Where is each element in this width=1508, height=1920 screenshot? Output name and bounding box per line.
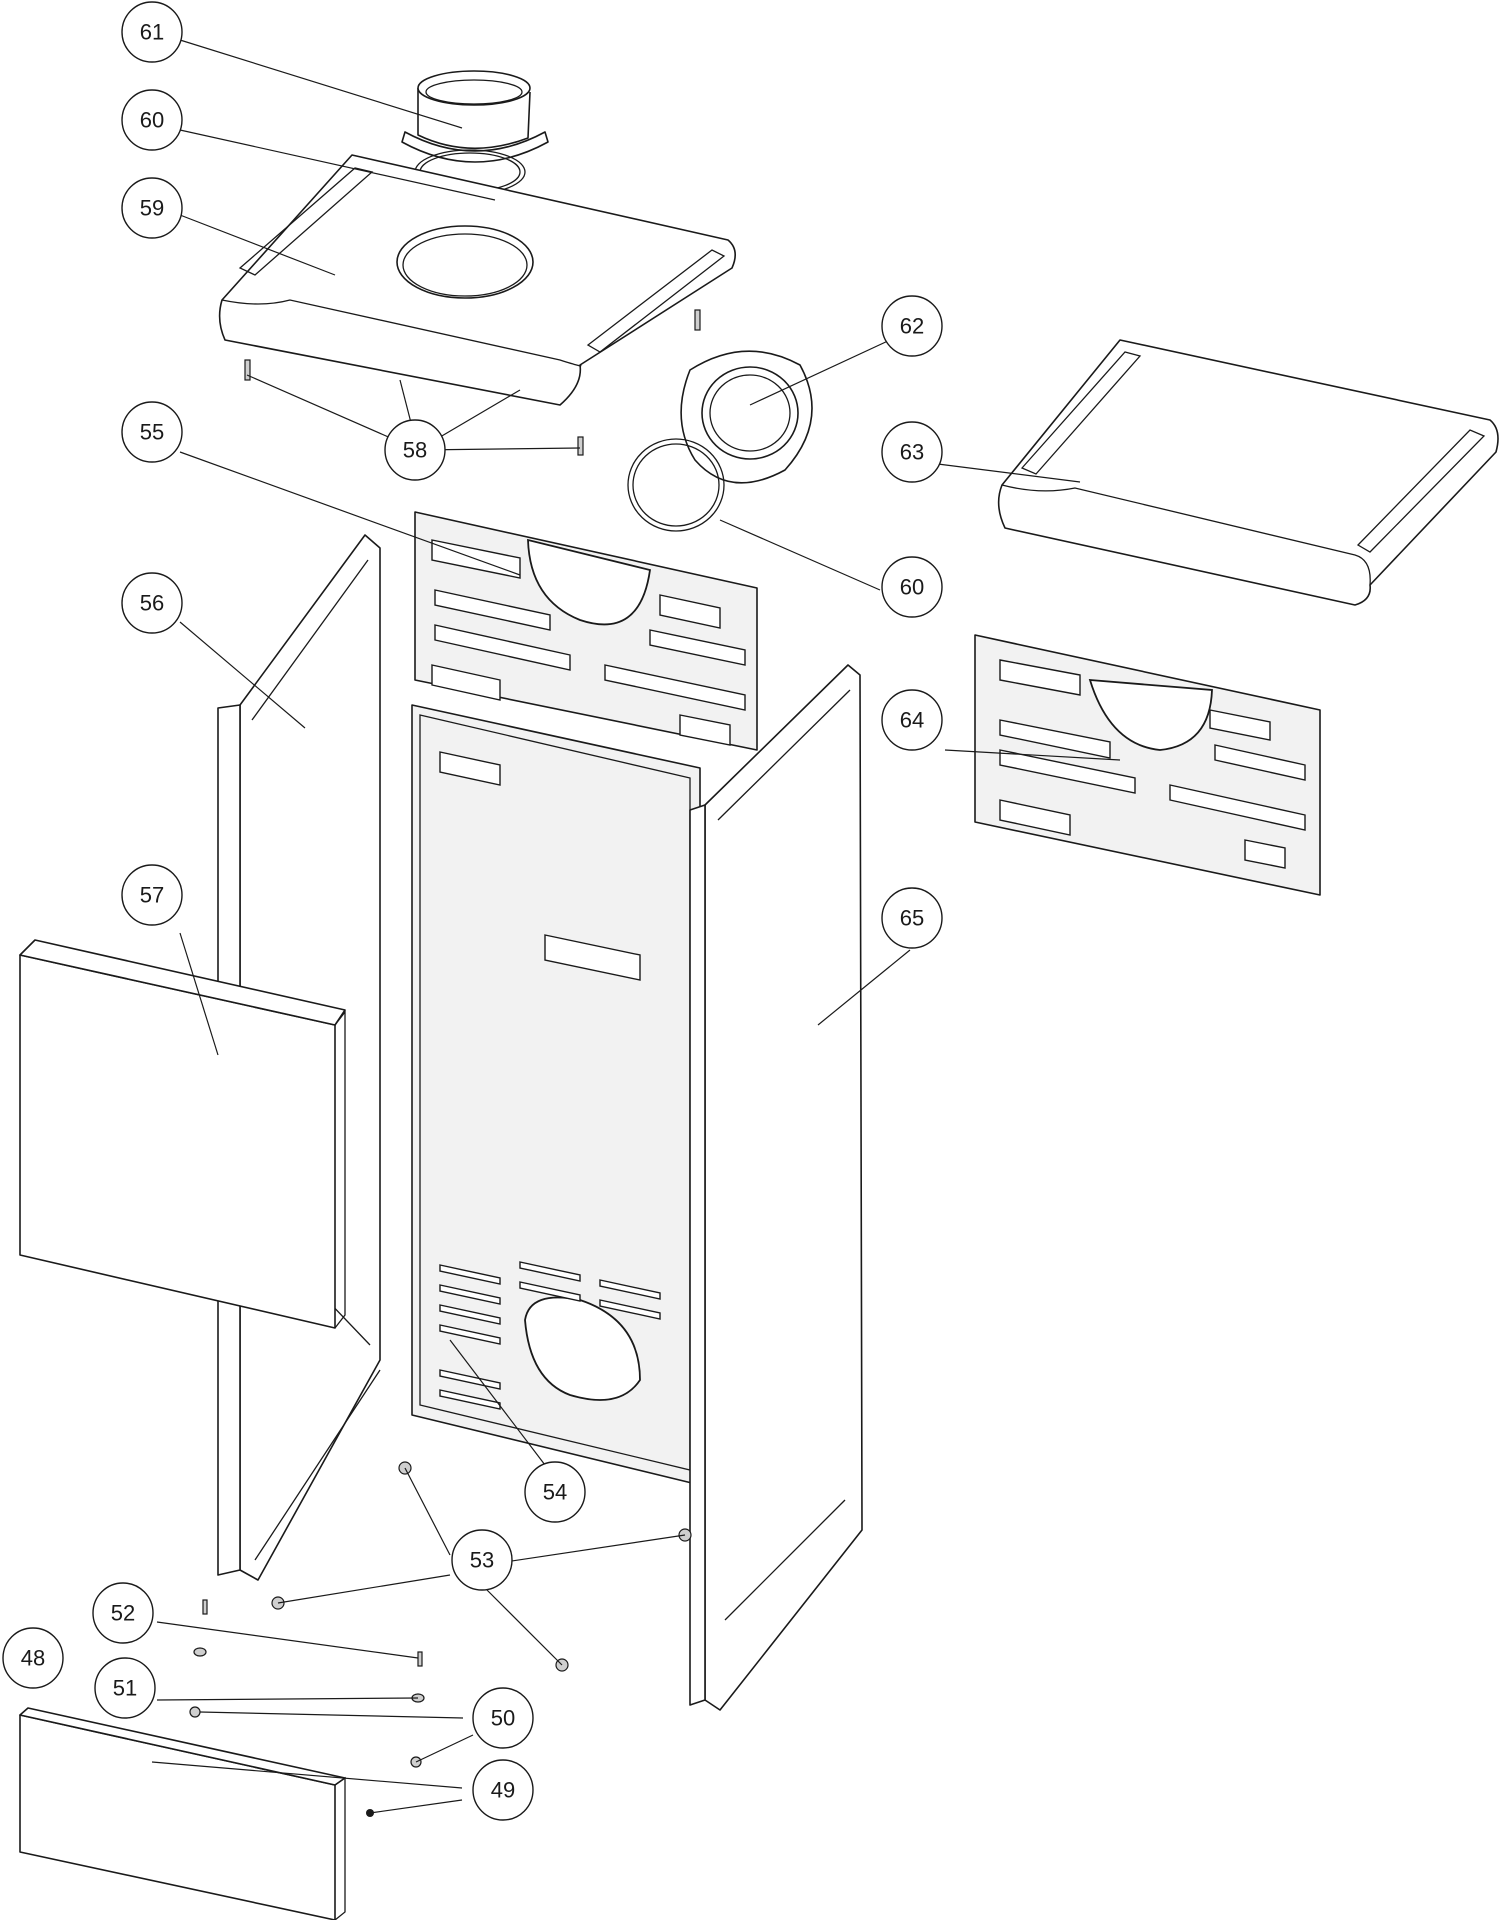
part-59-top-plate xyxy=(218,154,736,406)
callout-50-label: 50 xyxy=(491,1706,515,1731)
callout-55-label: 55 xyxy=(140,420,164,445)
callout-53: 53 xyxy=(451,1529,513,1591)
part-48-bottom-plinth xyxy=(19,1707,346,1920)
callout-56-label: 56 xyxy=(140,591,164,616)
callout-64: 64 xyxy=(881,689,943,751)
callout-57: 57 xyxy=(121,864,183,926)
part-62-inspection-cover xyxy=(680,350,813,484)
callout-59: 59 xyxy=(121,177,183,239)
part-60-gasket-lower-inner xyxy=(632,443,720,527)
callout-53-label: 53 xyxy=(470,1548,494,1573)
callout-48: 48 xyxy=(2,1627,64,1689)
callout-50: 50 xyxy=(472,1687,534,1749)
callout-58: 58 xyxy=(384,419,446,481)
callout-61-label: 61 xyxy=(140,20,164,45)
callout-60-lower: 60 xyxy=(881,556,943,618)
callout-52-label: 52 xyxy=(111,1601,135,1626)
callout-54-label: 54 xyxy=(543,1480,567,1505)
callout-64-label: 64 xyxy=(900,708,924,733)
callout-60-lower-label: 60 xyxy=(900,575,924,600)
callout-51-label: 51 xyxy=(113,1676,137,1701)
callout-59-label: 59 xyxy=(140,196,164,221)
callout-65: 65 xyxy=(881,887,943,949)
callout-65-label: 65 xyxy=(900,906,924,931)
callout-49: 49 xyxy=(472,1759,534,1821)
part-57-left-front-panel xyxy=(19,939,346,1329)
callout-63: 63 xyxy=(881,421,943,483)
callout-48-label: 48 xyxy=(21,1646,45,1671)
callout-52: 52 xyxy=(92,1582,154,1644)
part-63-top-plate-alt xyxy=(997,339,1499,606)
part-58-pins xyxy=(244,309,701,456)
part-61-flue-collar xyxy=(401,70,549,163)
part-54-main-rear-panel xyxy=(411,704,701,1486)
callout-58-label: 58 xyxy=(403,438,427,463)
callout-51: 51 xyxy=(94,1657,156,1719)
callout-54: 54 xyxy=(524,1461,586,1523)
callout-56: 56 xyxy=(121,572,183,634)
part-60-gasket-lower xyxy=(627,438,725,532)
callout-60-top: 60 xyxy=(121,89,183,151)
part-55-upper-rear-panel xyxy=(414,511,758,751)
callout-49-label: 49 xyxy=(491,1778,515,1803)
callout-62: 62 xyxy=(881,295,943,357)
callout-60-top-label: 60 xyxy=(140,108,164,133)
callout-55: 55 xyxy=(121,401,183,463)
callout-57-label: 57 xyxy=(140,883,164,908)
callout-62-label: 62 xyxy=(900,314,924,339)
part-65-right-side-panel xyxy=(689,664,863,1711)
callout-63-label: 63 xyxy=(900,440,924,465)
callout-61: 61 xyxy=(121,1,183,63)
part-64-rear-panel-alt xyxy=(974,634,1321,896)
